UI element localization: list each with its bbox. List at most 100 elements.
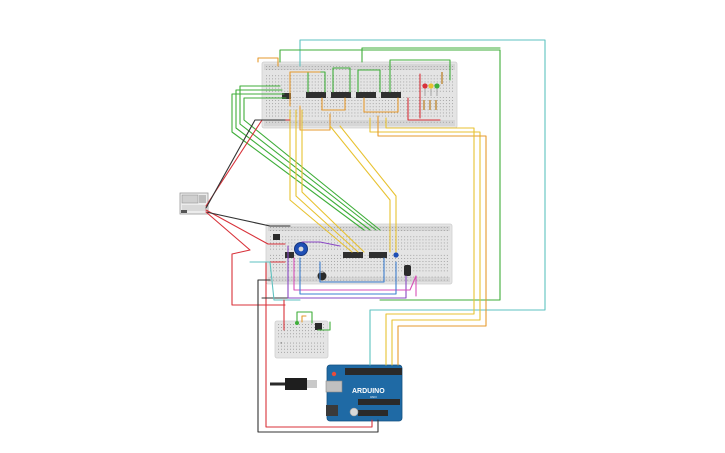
breadboard-hole (425, 230, 427, 231)
breadboard-hole (391, 121, 392, 123)
breadboard-hole (388, 264, 390, 266)
breadboard-hole (311, 324, 312, 325)
breadboard-hole (311, 84, 313, 86)
breadboard-hole (388, 100, 389, 101)
breadboard-hole (437, 276, 439, 278)
breadboard-hole (360, 109, 362, 111)
breadboard-hole (372, 81, 374, 83)
breadboard-hole (363, 87, 365, 89)
resistor-top-group[interactable] (423, 72, 443, 110)
ic-chip-mid-small[interactable] (285, 252, 294, 258)
breadboard-hole (287, 351, 288, 353)
ic-chip-mid-2[interactable] (369, 252, 387, 258)
led-yellow[interactable] (428, 83, 434, 96)
breadboard-hole (439, 115, 441, 117)
breadboard-hole (294, 227, 296, 228)
push-button-mid[interactable] (273, 234, 280, 240)
breadboard-hole (334, 245, 335, 247)
ic-chip-top-2[interactable] (331, 92, 351, 98)
breadboard-hole (299, 90, 301, 92)
breadboard-hole (272, 87, 273, 89)
breadboard-hole (346, 276, 348, 278)
breadboard-hole (443, 264, 445, 266)
breadboard-hole (312, 254, 314, 256)
breadboard-hole (406, 90, 408, 92)
arduino-uno[interactable]: ARDUINO UNO (325, 364, 403, 422)
led-green[interactable] (434, 83, 440, 96)
breadboard-hole (437, 258, 439, 259)
breadboard-hole (425, 236, 427, 238)
breadboard-hole (317, 78, 319, 80)
breadboard-hole (342, 121, 344, 123)
breadboard-hole (388, 279, 390, 281)
breadboard-hole (269, 66, 270, 67)
breadboard-hole (306, 270, 308, 272)
breadboard-hole (297, 254, 299, 256)
breadboard-hole (382, 230, 384, 231)
breadboard-hole (296, 90, 298, 92)
ic-chip-top-1[interactable] (306, 92, 326, 98)
blue-led[interactable] (393, 252, 399, 258)
breadboard-hole (369, 112, 371, 114)
breadboard-hole (391, 109, 392, 111)
breadboard-hole (400, 81, 402, 83)
breadboard-hole (314, 69, 316, 70)
breadboard-hole (312, 261, 314, 262)
buzzer[interactable] (315, 323, 322, 330)
breadboard-hole (445, 97, 447, 98)
breadboard-hole (358, 242, 360, 244)
ic-chip-top-small[interactable] (282, 93, 291, 99)
power-supply[interactable] (179, 192, 209, 215)
breadboard-hole (327, 248, 329, 250)
breadboard-hole (275, 78, 277, 80)
ic-chip-top-3[interactable] (356, 92, 376, 98)
breadboard-hole (364, 248, 366, 250)
ic-chip-top-4[interactable] (381, 92, 401, 98)
breadboard-hole (318, 254, 320, 256)
breadboard-hole (418, 109, 420, 111)
breadboard-hole (290, 106, 292, 108)
breadboard-hole (291, 258, 293, 259)
breadboard-hole (367, 227, 369, 228)
breadboard-hole (407, 279, 409, 281)
small-led[interactable] (295, 321, 299, 325)
breadboard-hole (382, 276, 384, 278)
breadboard-hole (379, 270, 381, 272)
breadboard-hole (324, 239, 326, 241)
breadboard-hole (442, 97, 444, 98)
breadboard-hole (349, 267, 351, 269)
breadboard-hole (305, 348, 306, 350)
breadboard-hole (424, 109, 426, 111)
breadboard-hole (384, 75, 386, 77)
breadboard-hole (437, 227, 439, 228)
breadboard-hole (430, 66, 432, 67)
usb-cable[interactable] (270, 378, 317, 390)
breadboard-hole (418, 90, 420, 92)
breadboard-hole (348, 100, 350, 101)
breadboard-hole (424, 115, 426, 117)
breadboard-hole (407, 248, 409, 250)
breadboard-hole (285, 258, 287, 259)
breadboard-hole (440, 239, 442, 241)
breadboard-hole (282, 270, 284, 272)
breadboard-hole (433, 84, 435, 86)
breadboard-hole (293, 324, 294, 325)
breadboard-hole (372, 109, 374, 111)
breadboard-hole (290, 66, 292, 67)
potentiometer[interactable] (294, 242, 308, 256)
breadboard-hole (363, 121, 365, 123)
breadboard-hole (340, 227, 342, 228)
breadboard-hole (318, 258, 320, 259)
led-red[interactable] (422, 83, 428, 96)
breadboard-hole (278, 81, 280, 83)
breadboard-hole (351, 69, 353, 70)
breadboard-hole (372, 112, 374, 114)
ic-chip-mid-1[interactable] (343, 252, 363, 258)
breadboard-hole (431, 270, 433, 272)
transistor[interactable] (404, 265, 411, 276)
breadboard-hole (430, 109, 432, 111)
breadboard-hole (284, 78, 286, 80)
breadboard-hole (266, 87, 267, 89)
breadboard-hole (428, 227, 430, 228)
breadboard-hole (406, 75, 408, 77)
